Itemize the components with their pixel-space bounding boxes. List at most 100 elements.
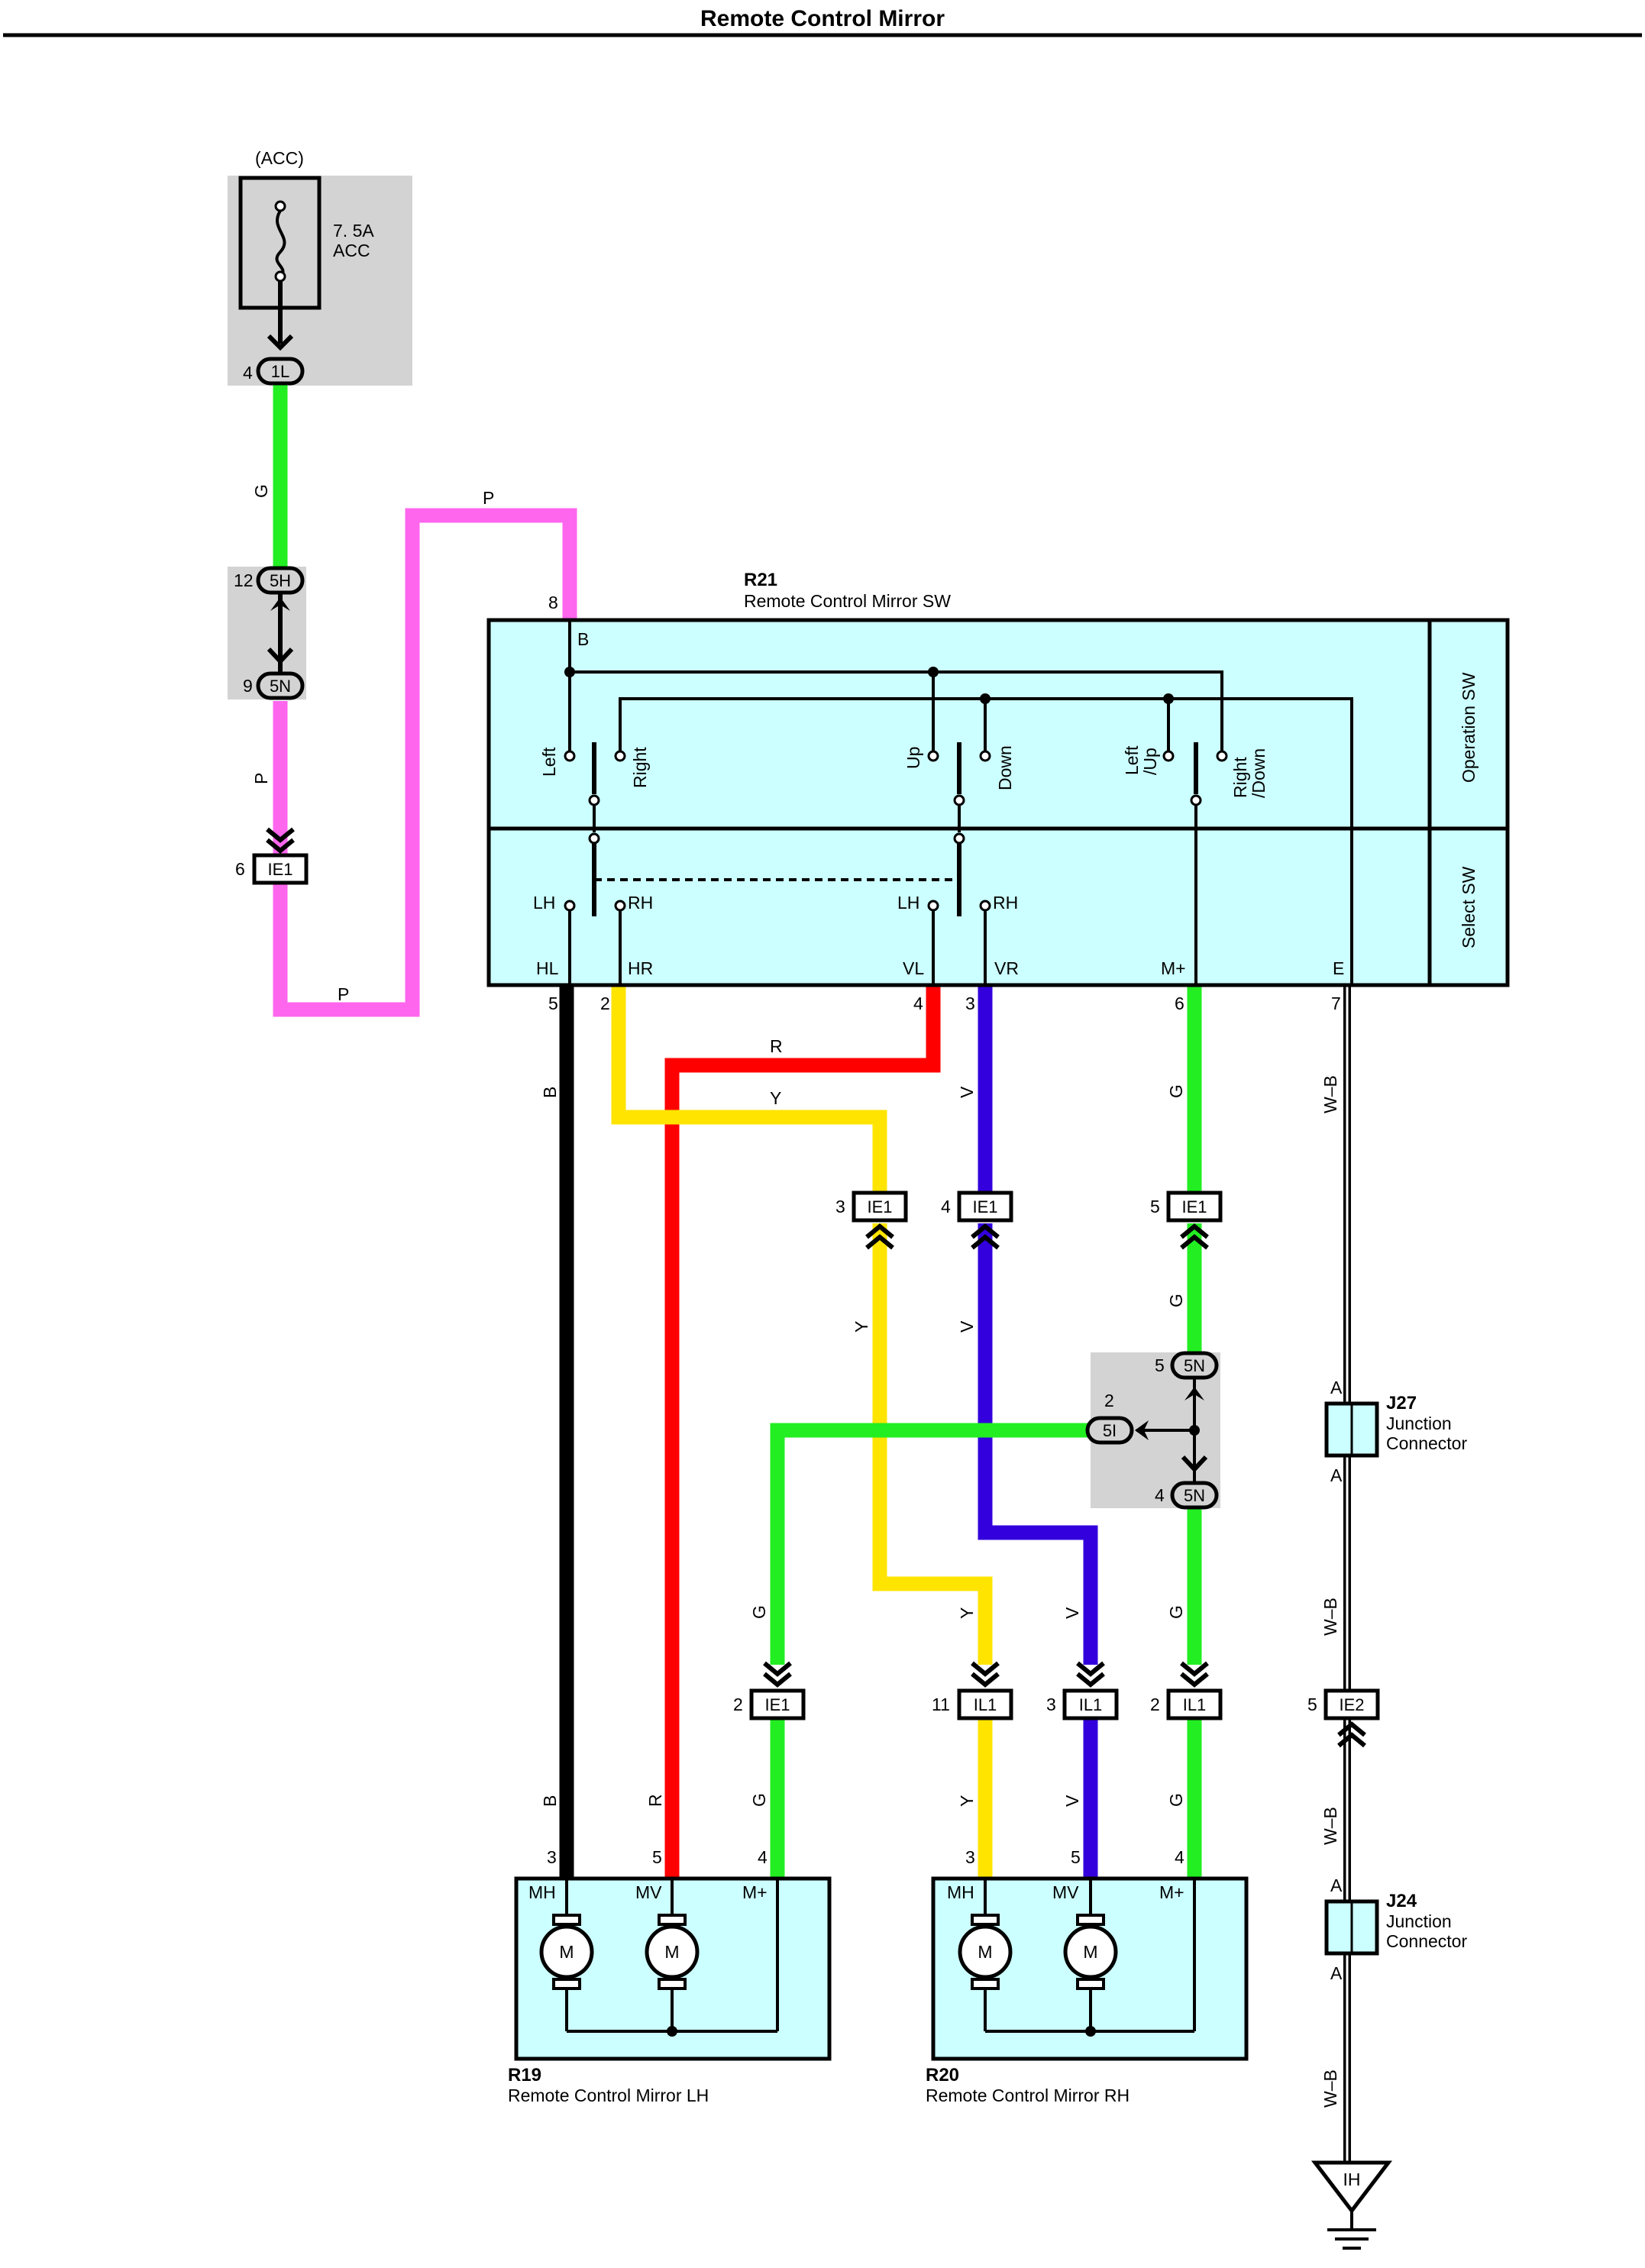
svg-text:5N: 5N — [1184, 1356, 1205, 1375]
terminal-mplus: M+ — [1161, 958, 1186, 978]
label-wire-y-4: Y — [957, 1795, 977, 1807]
j24-id: J24 — [1386, 1891, 1417, 1911]
label-wire-g-1: G — [251, 484, 271, 498]
terminal-hr: HR — [628, 958, 653, 978]
label-wire-v-4: V — [1062, 1795, 1082, 1807]
pin-sw5: 5 — [548, 993, 558, 1013]
contact-left-up: Left/Up — [1122, 745, 1160, 775]
pin-sw3: 3 — [965, 993, 975, 1013]
label-wire-p-1: P — [251, 773, 271, 784]
label-wire-b-1: B — [540, 1087, 560, 1098]
lh-mh-label: MH — [528, 1882, 556, 1902]
label-wire-b-2: B — [540, 1795, 560, 1807]
label-wire-r-2: R — [645, 1794, 665, 1807]
contact-up: Up — [903, 747, 923, 769]
label-wire-v-2: V — [957, 1320, 977, 1333]
svg-text:IE1: IE1 — [867, 1197, 892, 1216]
svg-text:M: M — [559, 1942, 574, 1962]
contact-left: Left — [539, 747, 559, 777]
diagram-title: Remote Control Mirror — [700, 6, 945, 31]
connector-5n-a: 5N — [1170, 1351, 1219, 1380]
j27-pin-bottom: A — [1330, 1465, 1343, 1485]
connector-ie1-3-pin: 3 — [835, 1197, 845, 1216]
contact-down: Down — [995, 745, 1015, 790]
svg-text:IL1: IL1 — [974, 1695, 997, 1714]
terminal-vr: VR — [994, 958, 1019, 978]
svg-text:5H: 5H — [270, 571, 291, 590]
label-wire-r-1: R — [770, 1036, 783, 1056]
fuse-name: ACC — [333, 241, 370, 260]
fuse-rating: 7. 5A — [333, 221, 374, 241]
motor-icon-lh-mh: M — [539, 1914, 594, 1990]
svg-text:5I: 5I — [1103, 1421, 1117, 1440]
rh-pin4: 4 — [1175, 1847, 1184, 1867]
lh-pin5: 5 — [652, 1847, 662, 1867]
mirror-lh-id: R19 — [508, 2065, 541, 2085]
svg-text:IE2: IE2 — [1339, 1695, 1364, 1714]
connector-5n-a-pin: 5 — [1155, 1355, 1165, 1375]
label-wire-wb-1: W–B — [1320, 1075, 1340, 1113]
mirror-lh-name: Remote Control Mirror LH — [508, 2085, 709, 2105]
operation-sw-label: Operation SW — [1459, 672, 1479, 783]
label-wire-g-4: G — [749, 1605, 769, 1619]
connector-il1-2-pin: 2 — [1150, 1695, 1160, 1714]
select-lh-2: LH — [897, 893, 919, 913]
connector-ie1-3: IE1 — [852, 1191, 908, 1250]
j24-pin-bottom: A — [1330, 1963, 1343, 1983]
select-lh-1: LH — [533, 893, 555, 913]
terminal-e: E — [1333, 958, 1344, 978]
label-wire-wb-3: W–B — [1320, 1807, 1340, 1845]
select-rh-1: RH — [628, 893, 653, 913]
j24-line1: Junction — [1386, 1911, 1452, 1931]
svg-text:IE1: IE1 — [1181, 1197, 1207, 1216]
connector-ie1-5-pin: 5 — [1150, 1197, 1160, 1216]
pin-b-label: B — [577, 629, 589, 649]
switch-id: R21 — [744, 570, 777, 590]
connector-il1-2: IL1 — [1166, 1661, 1223, 1720]
j27-id: J27 — [1386, 1393, 1417, 1413]
switch-box — [486, 618, 1510, 987]
connector-ie1-6-pin: 6 — [235, 859, 245, 879]
svg-text:M: M — [664, 1942, 679, 1962]
label-wire-g-3: G — [1166, 1294, 1186, 1307]
connector-il1-3: IL1 — [1062, 1661, 1119, 1720]
lh-mplus-label: M+ — [742, 1882, 768, 1902]
j27-pin-top: A — [1330, 1378, 1343, 1397]
connector-ie1-6: IE1 — [252, 827, 309, 885]
label-wire-g-5: G — [1166, 1605, 1186, 1619]
label-wire-v-1: V — [957, 1086, 977, 1098]
svg-text:IE1: IE1 — [267, 860, 292, 879]
rh-pin3: 3 — [965, 1847, 975, 1867]
j27-line2: Connector — [1386, 1433, 1467, 1453]
svg-text:5N: 5N — [270, 677, 291, 696]
label-wire-p-2: P — [338, 984, 349, 1004]
select-sw-label: Select SW — [1459, 866, 1479, 948]
label-wire-y-2: Y — [852, 1321, 871, 1333]
wire-r-vl — [664, 985, 941, 1879]
pin-sw2: 2 — [600, 993, 610, 1013]
label-wire-wb-2: W–B — [1320, 1598, 1340, 1636]
connector-5n-b-pin: 4 — [1155, 1485, 1165, 1505]
connector-5h-5n-link — [267, 594, 294, 672]
svg-text:5N: 5N — [1184, 1486, 1205, 1505]
connector-il1-11-pin: 11 — [932, 1695, 950, 1714]
rh-mv-label: MV — [1052, 1882, 1079, 1902]
switch-internal-wiring — [564, 620, 1353, 985]
svg-text:M: M — [978, 1942, 992, 1962]
connector-1l-pin: 4 — [243, 363, 253, 383]
connector-ie1-4-pin: 4 — [941, 1197, 951, 1216]
lh-pin4: 4 — [758, 1847, 768, 1867]
pin-sw7: 7 — [1331, 993, 1341, 1013]
ground-label: IH — [1343, 2169, 1361, 2189]
label-wire-p-3: P — [483, 488, 494, 508]
connector-5h: 5H — [256, 566, 305, 595]
contact-right-down: Right/Down — [1230, 748, 1268, 798]
mirror-rh-id: R20 — [926, 2065, 959, 2085]
connector-ie1-2: IE1 — [749, 1661, 806, 1720]
connector-ie1-2-pin: 2 — [733, 1695, 743, 1714]
connector-ie2-5-pin: 5 — [1307, 1695, 1317, 1714]
pin-sw6: 6 — [1175, 993, 1184, 1013]
pin-sw4: 4 — [913, 993, 923, 1013]
connector-5i: 5I — [1085, 1416, 1134, 1445]
